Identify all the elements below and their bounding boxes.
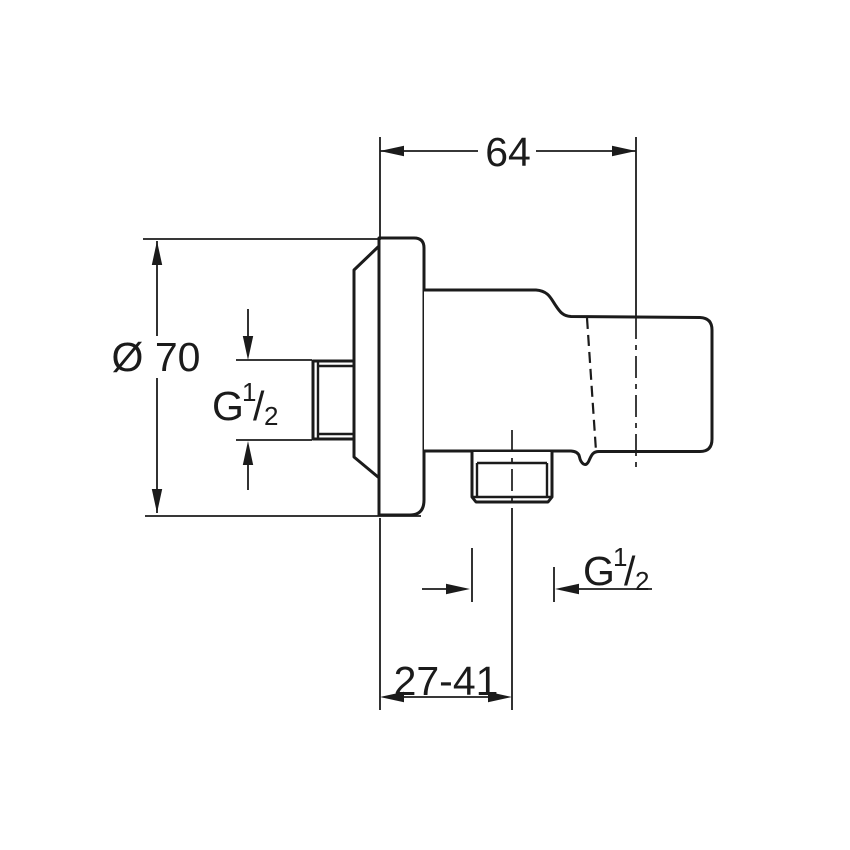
inlet-thread-label: G 1 / 2 <box>212 364 278 431</box>
outlet-thread-label: G 1 / 2 <box>583 529 649 596</box>
body-and-holder-outline <box>422 288 714 466</box>
dimension-width-label: 64 <box>485 129 531 175</box>
hidden-edge-line <box>585 317 598 452</box>
arrowhead-left <box>555 583 579 595</box>
thread-letter: G <box>583 548 615 594</box>
object-geometry <box>311 236 714 517</box>
arrowhead-down <box>242 336 254 360</box>
dimension-inlet-thread: G 1 / 2 <box>212 309 312 490</box>
arrowhead-down <box>151 489 163 513</box>
dimension-diameter-70: Ø 70 <box>112 238 421 517</box>
arrowhead-right <box>488 691 512 703</box>
dimension-outlet-thread: G 1 / 2 <box>422 529 652 602</box>
arrowhead-left <box>380 145 404 157</box>
dimension-depth-range-label: 27-41 <box>394 658 499 704</box>
thread-denominator: 2 <box>635 566 649 596</box>
inlet-thread-detail <box>316 361 354 439</box>
arrowhead-right <box>612 145 636 157</box>
arrowhead-right <box>446 583 470 595</box>
dimensions: 64 Ø 70 G 1 / 2 <box>112 129 652 710</box>
mounting-cone <box>352 245 380 479</box>
inlet-thread-profile <box>311 359 356 441</box>
arrowhead-left <box>380 691 404 703</box>
thread-numerator: 1 <box>613 542 627 572</box>
thread-slash: / <box>624 548 636 594</box>
dimension-width-64: 64 <box>379 129 637 317</box>
dimension-depth-range: 27-41 <box>379 508 513 710</box>
escutcheon-flange <box>377 236 426 517</box>
arrowhead-up <box>151 241 163 265</box>
thread-slash: / <box>253 383 265 429</box>
thread-numerator: 1 <box>242 377 256 407</box>
thread-letter: G <box>212 383 244 429</box>
thread-denominator: 2 <box>264 401 278 431</box>
dimension-diameter-label: Ø 70 <box>112 334 201 380</box>
arrowhead-up <box>242 441 254 465</box>
